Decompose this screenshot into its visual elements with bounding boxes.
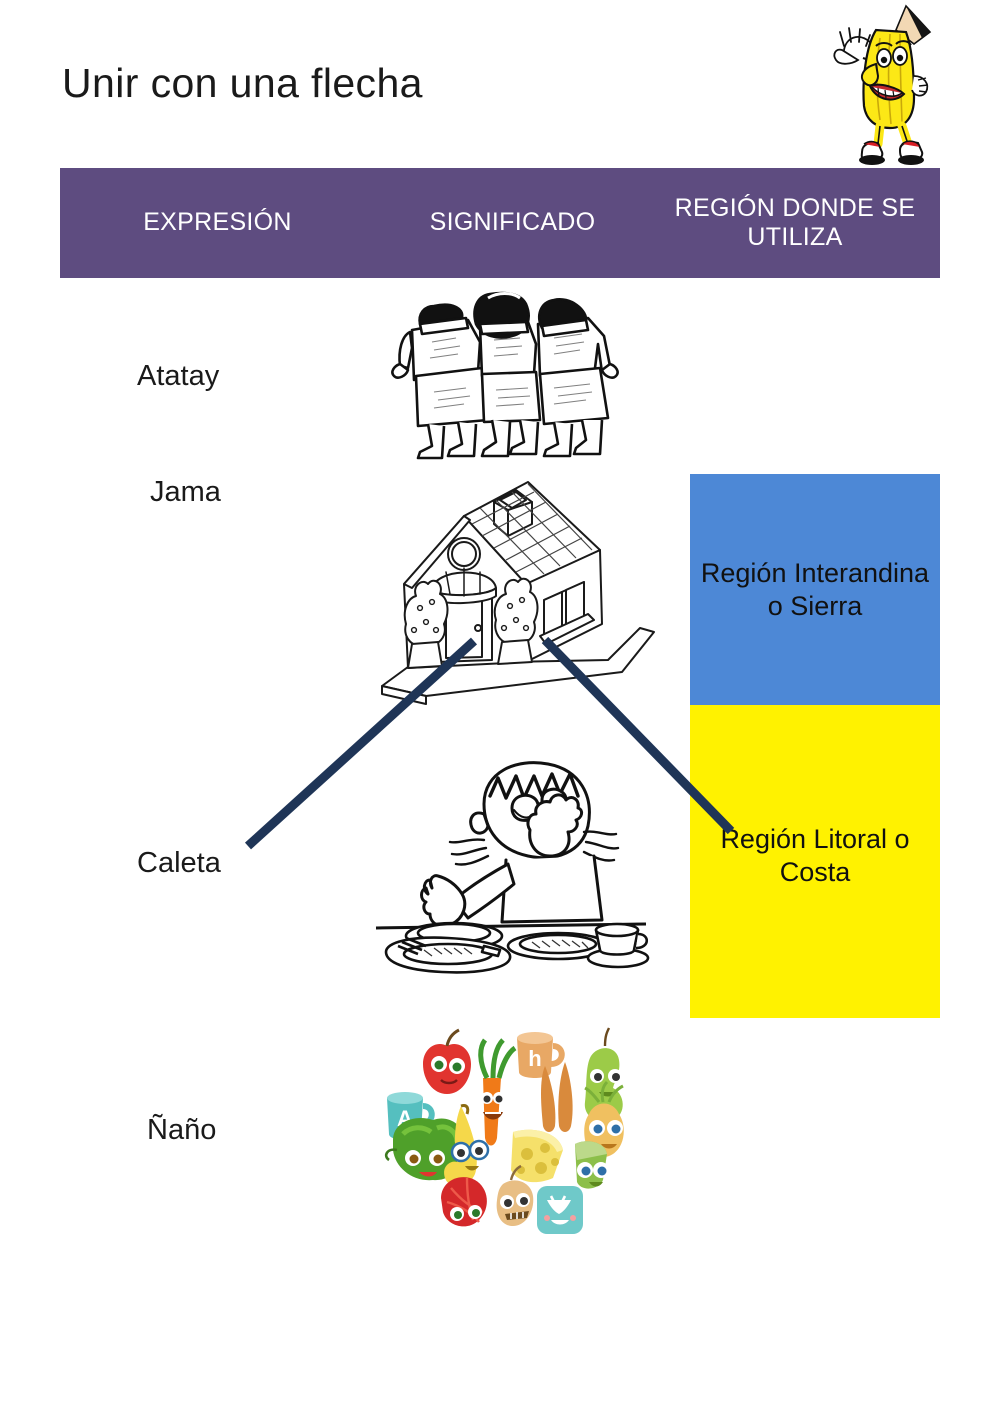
column-header-significado: SIGNIFICADO bbox=[429, 208, 596, 237]
meaning-image-eating[interactable] bbox=[372, 752, 650, 980]
region-option-costa[interactable]: Región Litoral o Costa bbox=[690, 705, 940, 1018]
meaning-image-house[interactable] bbox=[368, 472, 660, 712]
region-option-sierra[interactable]: Región Interandina o Sierra bbox=[690, 474, 940, 705]
column-header-region: REGIÓN DONDE SE UTILIZA bbox=[674, 193, 916, 252]
svg-text:h: h bbox=[528, 1046, 541, 1071]
expression-item-atatay[interactable]: Atatay bbox=[137, 360, 220, 392]
column-header-expresion: EXPRESIÓN bbox=[143, 208, 292, 237]
meaning-image-food[interactable]: A h bbox=[375, 1022, 647, 1250]
page-title: Unir con una flecha bbox=[62, 60, 423, 106]
table-header-bar: EXPRESIÓN SIGNIFICADO REGIÓN DONDE SE UT… bbox=[60, 168, 940, 278]
pencil-mascot-icon bbox=[818, 2, 958, 170]
expression-item-jama[interactable]: Jama bbox=[150, 476, 221, 508]
expression-item-caleta[interactable]: Caleta bbox=[137, 847, 221, 879]
expression-item-nano[interactable]: Ñaño bbox=[147, 1114, 217, 1146]
meaning-image-people[interactable] bbox=[372, 280, 650, 470]
